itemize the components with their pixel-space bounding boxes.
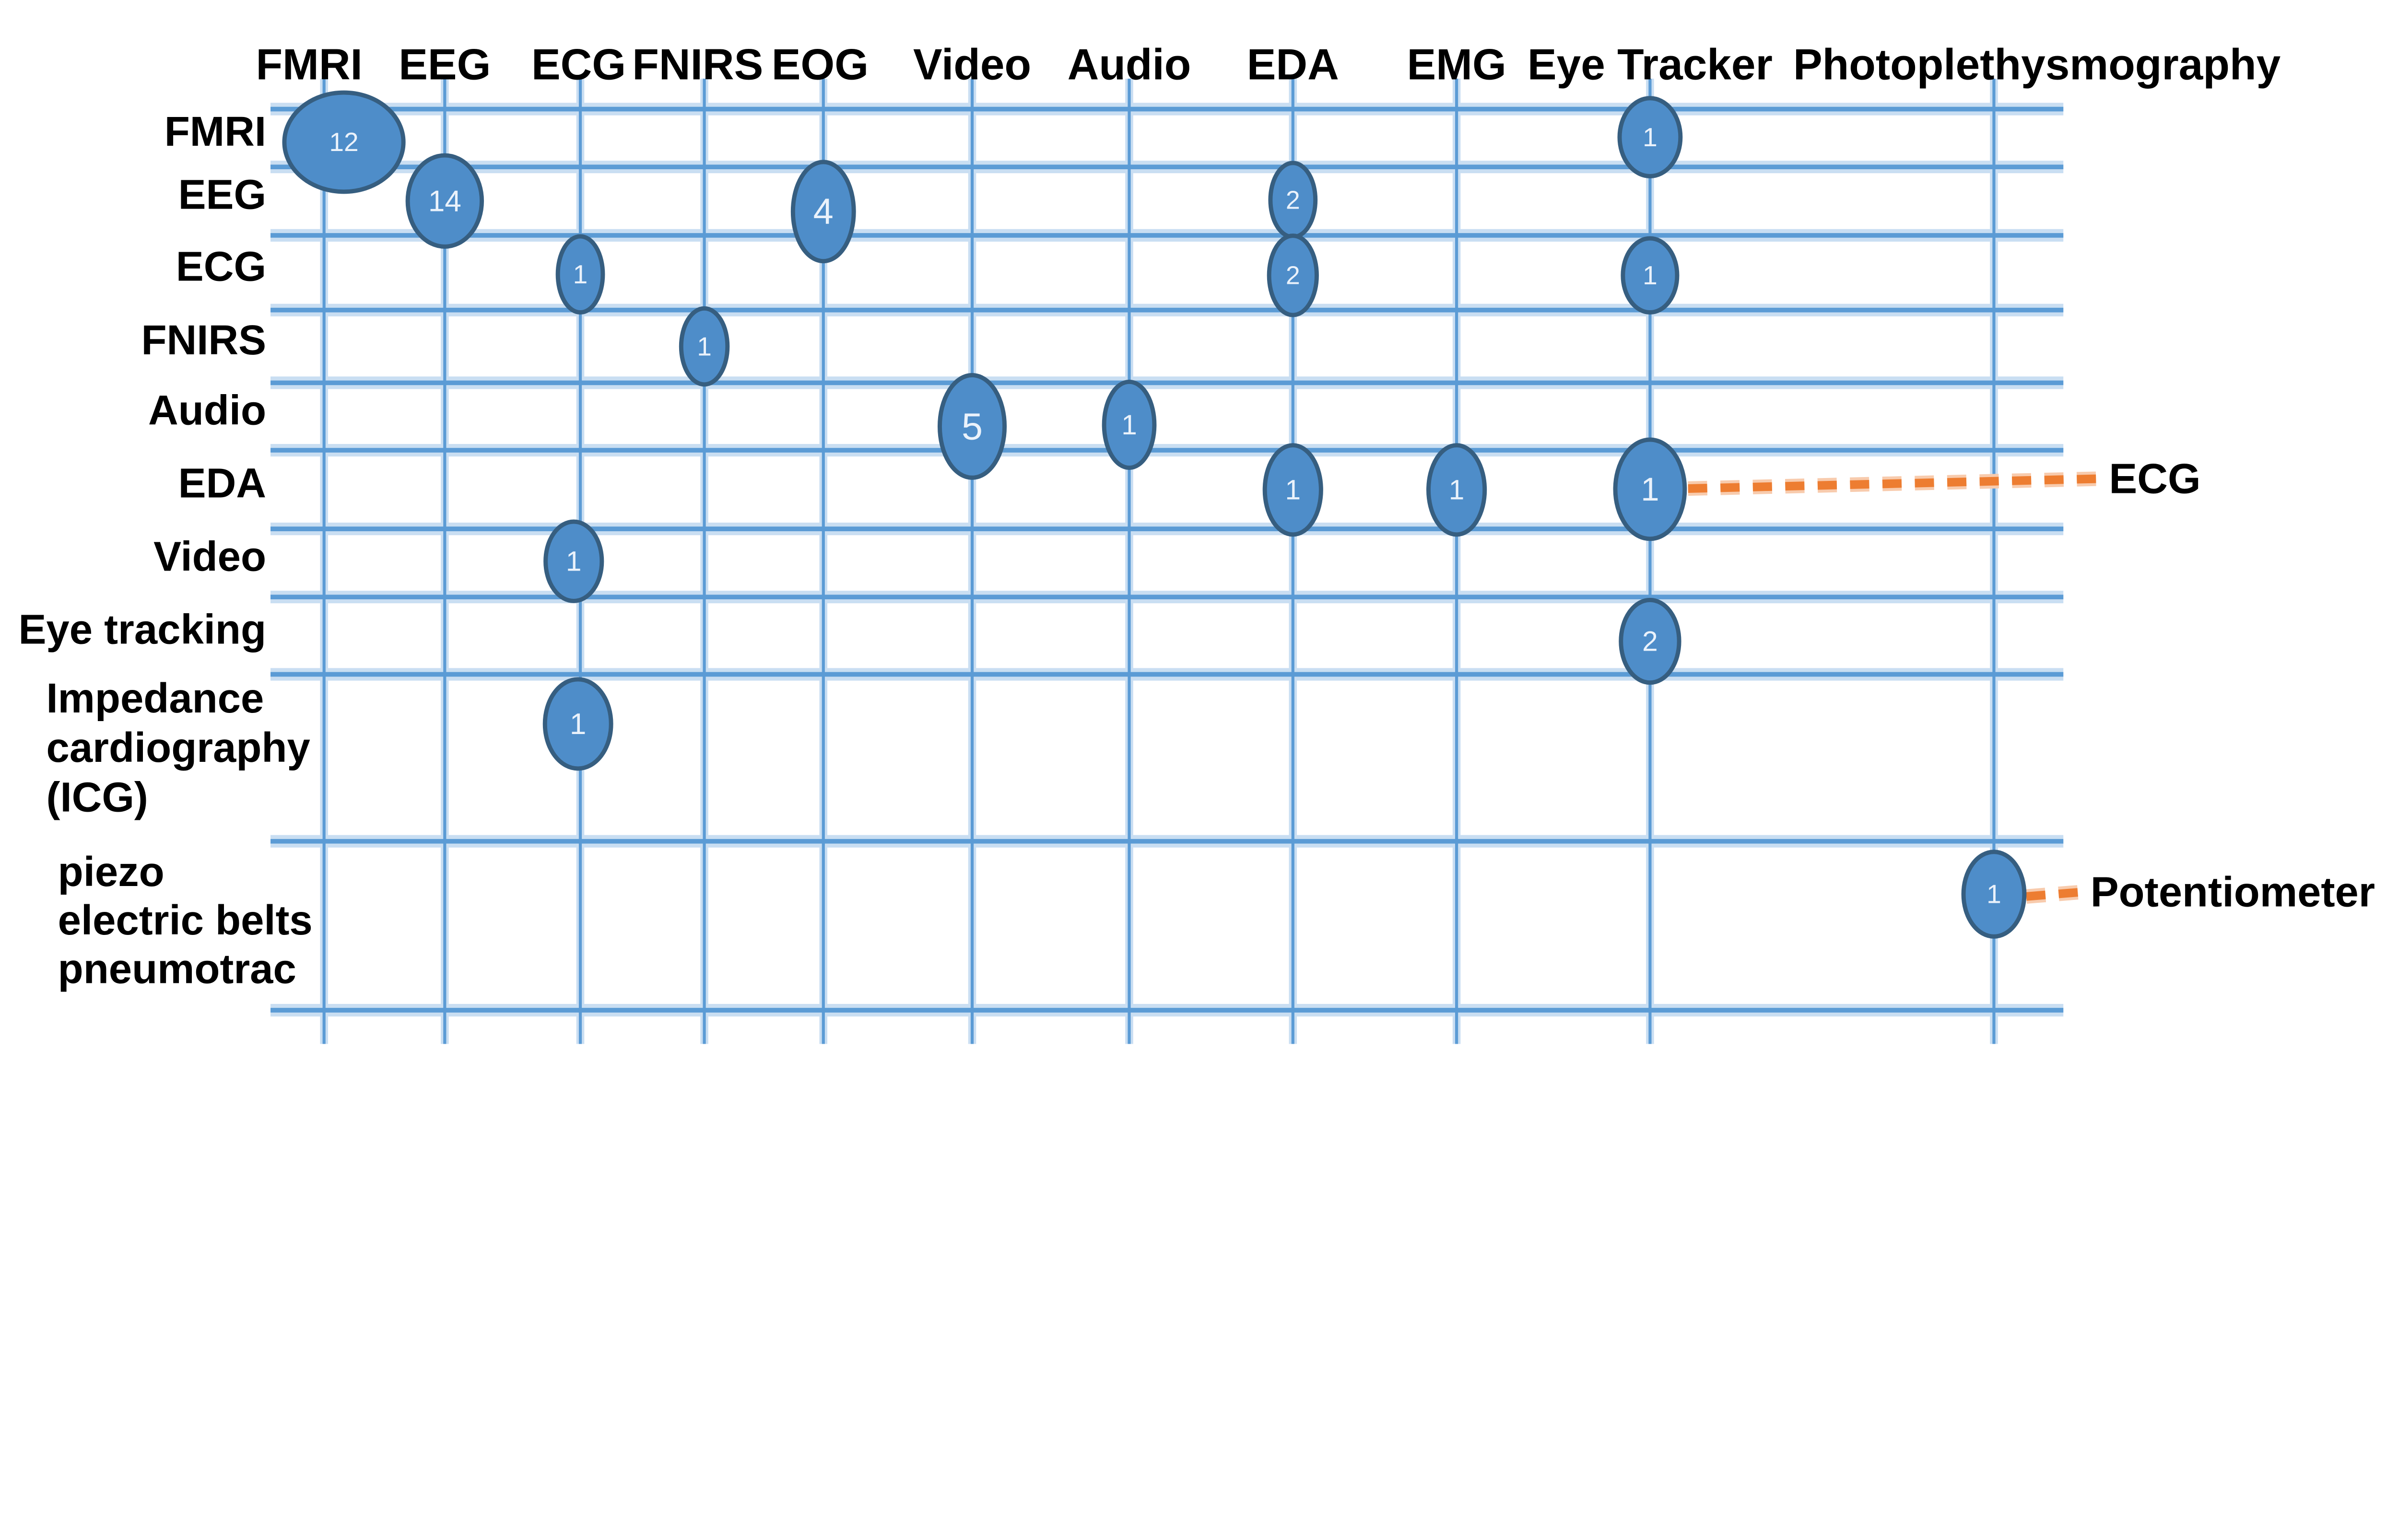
bubble-Impedance cardiography (ICG)-x-ECG [542,677,613,771]
bubble-count-EEG-x-EEG: 14 [428,185,461,218]
column-header-FMRI: FMRI [256,40,362,89]
row-label-piezo electric belts pneumotrac-line-1: electric belts [58,897,313,944]
row-label-EEG-line-0: EEG [178,172,266,218]
grid-vertical-lines [322,79,1996,1044]
column-header-Video: Video [913,40,1031,89]
bubble-count-Video-x-ECG: 1 [566,546,582,577]
column-header-ECG: ECG [531,40,626,89]
grid-horizontal-halo-lines [270,103,2064,1017]
bubble-count-piezo electric belts pneumotrac-x-Photoplethysmography: 1 [1987,879,2001,909]
row-label-Impedance cardiography (ICG)-line-2: (ICG) [47,774,148,821]
bubble-FMRI-x-Eye Tracker [1617,96,1683,178]
bubble-count-FMRI-x-FMRI: 12 [329,127,358,157]
bubble-count-EDA-x-Eye Tracker: 1 [1641,471,1659,508]
annotation-label-Potentiometer: Potentiometer [2091,868,2375,916]
bubble-FNIRS-x-FNIRS [679,306,730,387]
annotation-dashed-lines [1688,471,2102,904]
bubble-count-EEG-x-EOG: 4 [813,191,834,232]
row-label-Impedance cardiography (ICG)-line-0: Impedance [47,675,264,722]
bubble-count-EDA-x-EMG: 1 [1449,475,1465,506]
annotation-dash-0 [1688,474,2102,493]
column-header-EMG: EMG [1407,40,1506,89]
row-label-Eye tracking-line-0: Eye tracking [18,606,266,653]
column-header-EEG: EEG [399,40,491,89]
column-header-EOG: EOG [772,40,869,89]
bubble-count-Audio-x-Audio: 1 [1121,409,1137,441]
bubble-EDA-x-EDA [1262,443,1323,537]
column-header-Photoplethysmography: Photoplethysmography [1793,40,2281,89]
column-header-EDA: EDA [1247,40,1339,89]
bubble-Video-x-ECG [543,519,604,603]
row-label-Video-line-0: Video [153,534,266,580]
bubble-count-FNIRS-x-FNIRS: 1 [697,331,712,361]
bubble-piezo electric belts pneumotrac-x-Photoplethysmography [1961,850,2027,939]
bubble-Audio-x-Video [937,373,1007,480]
bubble-EEG-x-EEG [405,153,484,249]
row-label-FNIRS-line-0: FNIRS [141,317,266,363]
row-label-FMRI-line-0: FMRI [165,108,266,155]
grid-horizontal-lines [270,106,2064,1013]
row-label-piezo electric belts pneumotrac-line-2: pneumotrac [58,945,296,992]
column-header-FNIRS: FNIRS [632,40,763,89]
bubble-count-Impedance cardiography (ICG)-x-ECG: 1 [570,708,587,741]
bubble-ECG-x-EDA [1267,233,1319,317]
bubble-count-Eye tracking-x-Eye Tracker: 2 [1642,626,1658,657]
row-label-Audio-line-0: Audio [148,387,266,433]
bubble-EDA-x-EMG [1426,443,1487,537]
bubble-ECG-x-ECG [555,234,605,315]
row-label-ECG-line-0: ECG [176,243,266,290]
annotation-label-ECG: ECG [2109,455,2200,502]
bubble-count-Audio-x-Video: 5 [962,405,983,447]
bubble-Audio-x-Audio [1102,379,1157,470]
bubble-FMRI-x-FMRI [282,90,406,194]
row-label-EDA-line-0: EDA [178,460,266,507]
column-header-Audio: Audio [1068,40,1191,89]
row-label-piezo electric belts pneumotrac-line-0: piezo [58,849,165,895]
bubble-count-ECG-x-ECG: 1 [573,259,588,289]
annotation-dash-1 [2026,887,2084,901]
bubble-EEG-x-EOG [790,160,856,264]
bubble-Eye tracking-x-Eye Tracker [1619,597,1681,685]
bubble-count-ECG-x-Eye Tracker: 1 [1643,260,1657,290]
annotation-labels: ECG Potentiometer [2091,455,2375,916]
row-label-Impedance cardiography (ICG)-line-1: cardiography [47,724,310,771]
bubble-ECG-x-Eye Tracker [1621,236,1680,315]
bubble-count-ECG-x-EDA: 2 [1286,261,1300,290]
bubble-count-EDA-x-EDA: 1 [1285,475,1301,506]
bubble-count-EEG-x-EDA: 2 [1286,186,1300,214]
column-header-Eye Tracker: Eye Tracker [1528,40,1773,89]
bubble-count-FMRI-x-Eye Tracker: 1 [1643,122,1657,152]
bubble-EDA-x-Eye Tracker [1613,437,1687,541]
